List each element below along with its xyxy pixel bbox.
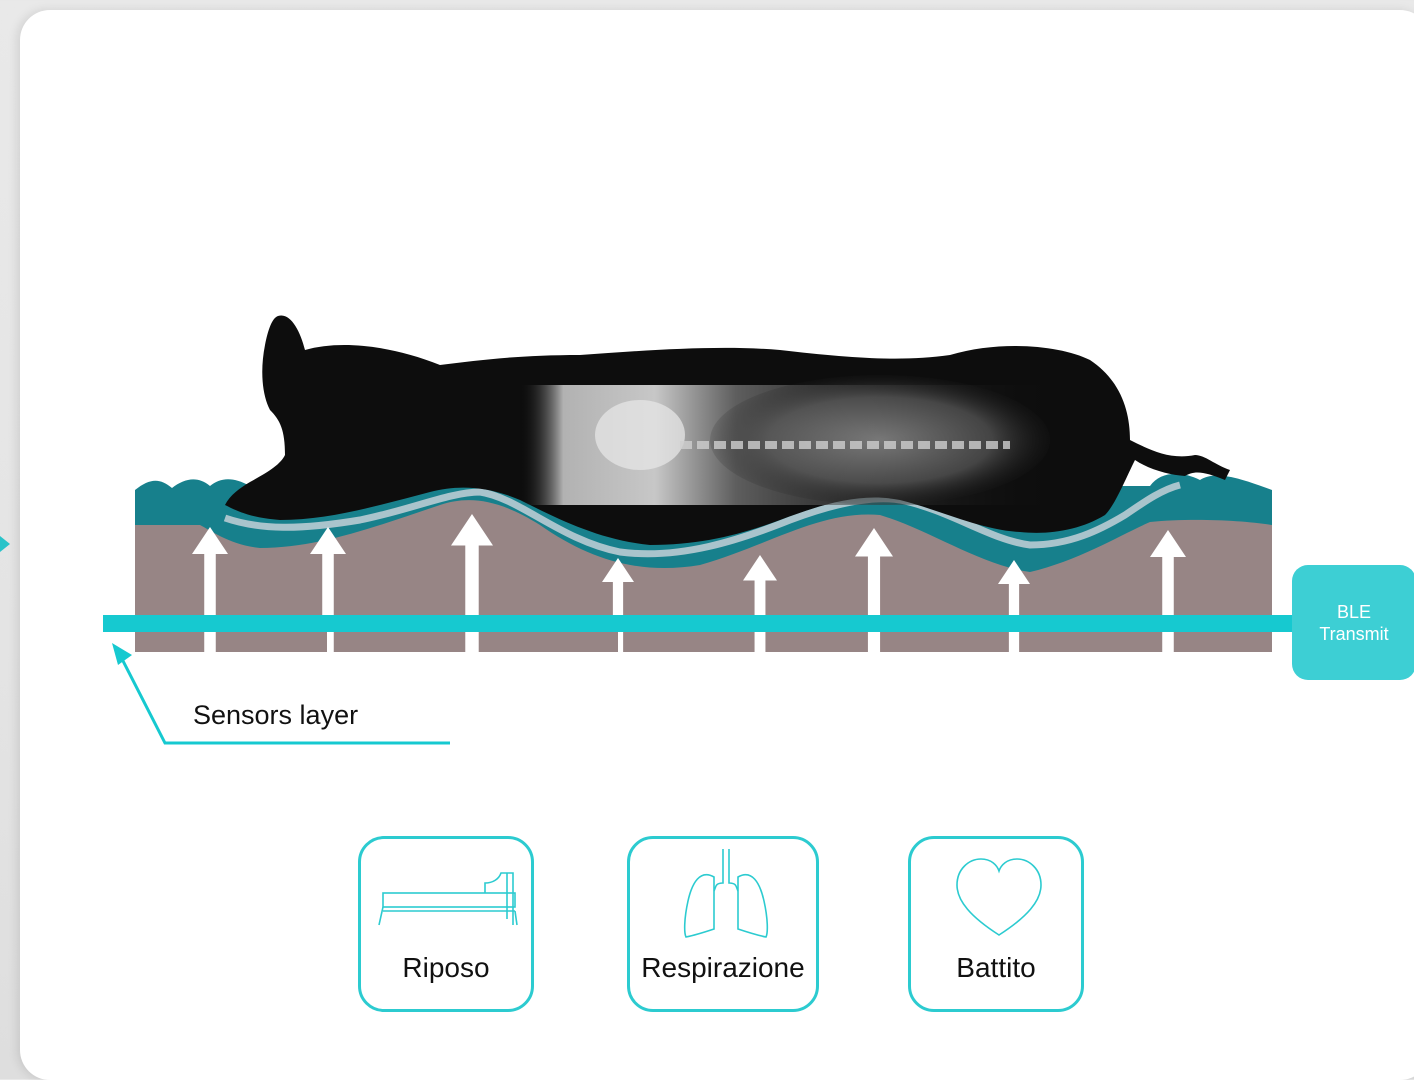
metric-card-rest: Riposo — [358, 836, 534, 1012]
metric-card-breathing: Respirazione — [627, 836, 819, 1012]
rest-label: Riposo — [361, 952, 531, 984]
breathing-label: Respirazione — [630, 952, 816, 984]
heartbeat-label: Battito — [911, 952, 1081, 984]
heart-icon — [911, 839, 1087, 1015]
sensors-pointer-arrowhead — [112, 643, 132, 665]
ble-transmit-box: BLE Transmit — [1292, 565, 1414, 680]
bed-icon — [361, 839, 537, 1015]
metric-card-heartbeat: Battito — [908, 836, 1084, 1012]
mattress-base-segments — [135, 632, 1272, 652]
xray-skull — [595, 400, 685, 470]
transmit-label: Transmit — [1292, 623, 1414, 645]
lungs-icon — [630, 839, 822, 1015]
sensors-layer-line — [103, 615, 1303, 632]
ble-label: BLE — [1292, 601, 1414, 623]
xray-thorax — [710, 375, 1050, 505]
sensors-layer-label: Sensors layer — [193, 700, 358, 731]
